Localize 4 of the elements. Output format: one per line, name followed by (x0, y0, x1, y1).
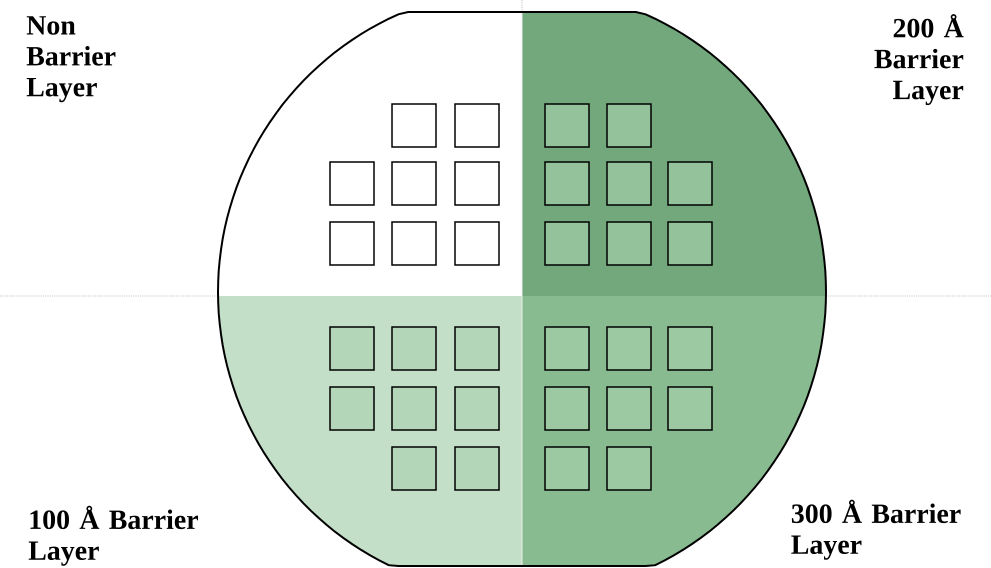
corner-label: Non Barrier Layer (26, 16, 116, 102)
corner-label: 300 Å Barrier Layer (791, 500, 961, 560)
corner-label: 200 Å Barrier Layer (874, 14, 964, 106)
corner-label: 100 Å Barrier Layer (28, 506, 198, 566)
